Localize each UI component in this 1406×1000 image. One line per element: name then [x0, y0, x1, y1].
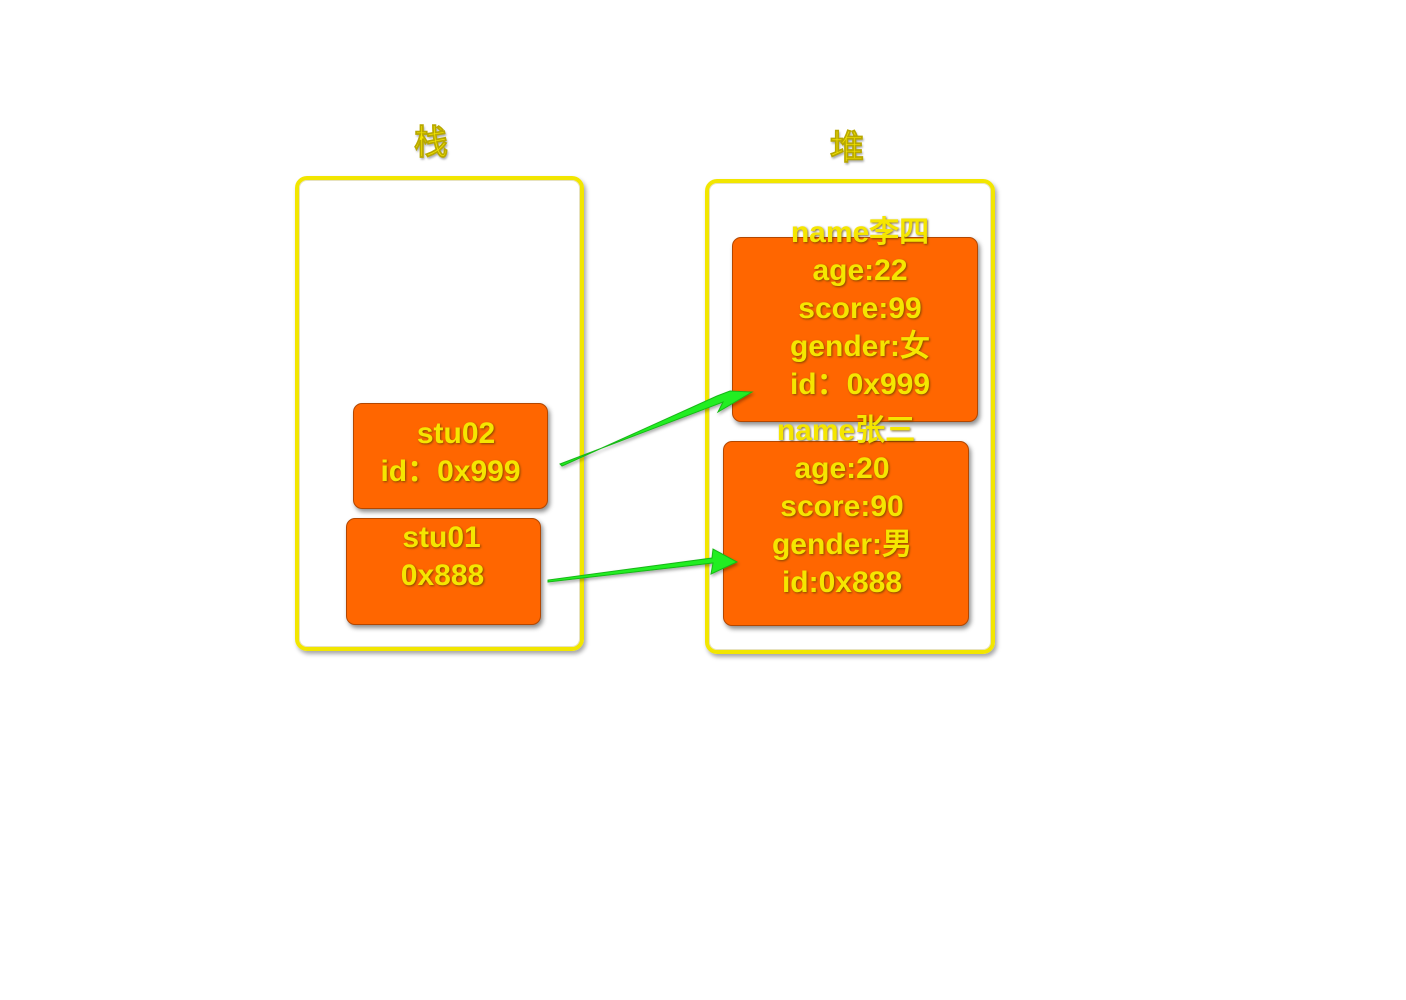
stu01-name-text: stu01 — [402, 521, 481, 554]
lisi-id-text: id：0x999 — [789, 368, 931, 401]
stu02-id-text: id：0x999 — [380, 455, 521, 488]
zhangsan-id-text: id:0x888 — [781, 566, 903, 599]
lisi-score-text: score:99 — [798, 292, 922, 325]
heap-box-zhangsan — [723, 441, 969, 626]
lisi-gender-text: gender:女 — [789, 330, 930, 363]
stu01-id-text: 0x888 — [400, 559, 485, 592]
stack-title: 栈 — [414, 123, 449, 163]
lisi-name-text: name李四 — [790, 216, 930, 249]
stack-box-stu02 — [353, 403, 548, 509]
zhangsan-gender-text: gender:男 — [771, 528, 912, 561]
heap-box-lisi — [732, 237, 978, 422]
heap-title: 堆 — [830, 128, 865, 168]
stu02-name-text: stu02 — [416, 417, 496, 450]
zhangsan-name-text: name张三 — [776, 414, 916, 447]
zhangsan-age-text: age:20 — [794, 452, 890, 485]
stack-box-stu01 — [346, 518, 541, 625]
zhangsan-score-text: score:90 — [780, 490, 904, 523]
lisi-age-text: age:22 — [812, 254, 908, 287]
